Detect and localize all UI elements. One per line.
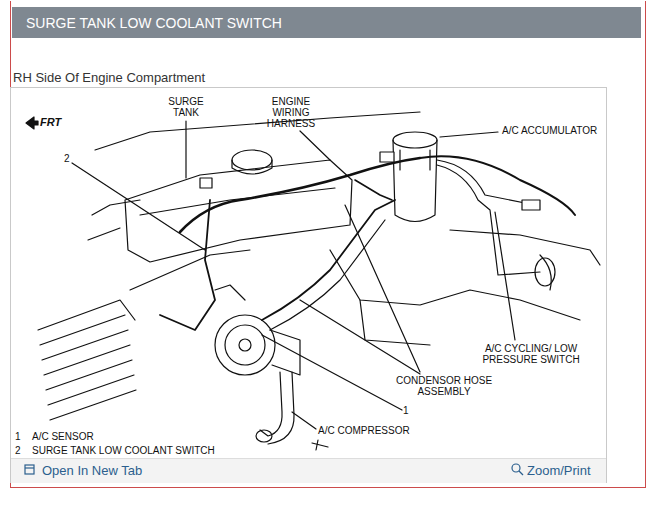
callout-number: 1 <box>403 405 409 416</box>
part-label: SURGE TANK <box>166 96 206 118</box>
toolbar-link: Zoom/Print <box>527 463 591 478</box>
toolbar-link: Open In New Tab <box>42 463 142 478</box>
part-label: CONDENSOR HOSE ASSEMBLY <box>395 375 493 397</box>
callout-number: 2 <box>64 153 70 164</box>
legend-text: A/C SENSOR <box>32 431 94 442</box>
part-label: A/C CYCLING/ LOW PRESSURE SWITCH <box>470 343 592 365</box>
figure-caption: RH Side Of Engine Compartment <box>13 70 205 85</box>
front-marker: FRT <box>40 117 61 128</box>
part-label: ENGINE WIRING HARNESS <box>262 96 320 129</box>
page-title: SURGE TANK LOW COOLANT SWITCH <box>26 15 282 31</box>
legend-number: 1 <box>15 431 21 442</box>
part-label: A/C COMPRESSOR <box>318 425 410 436</box>
legend-number: 2 <box>15 445 21 456</box>
part-label: A/C ACCUMULATOR <box>502 125 597 136</box>
legend-text: SURGE TANK LOW COOLANT SWITCH <box>32 445 215 456</box>
